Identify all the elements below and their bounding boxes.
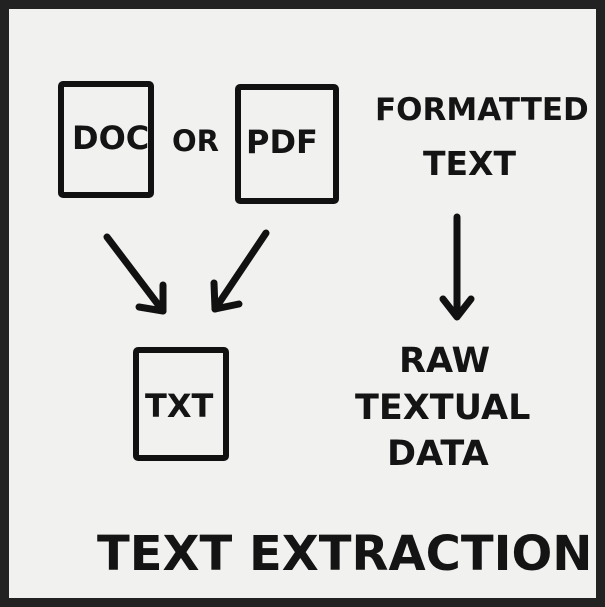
- raw-data-line1: RAW: [399, 341, 491, 381]
- arrows-layer: [103, 213, 475, 321]
- doc-file-box: [58, 81, 154, 198]
- pdf-to-txt-arrow: [210, 229, 270, 313]
- or-label: OR: [172, 124, 219, 158]
- doc-to-txt-arrow: [103, 233, 167, 315]
- formatted-to-raw-arrow: [439, 213, 475, 321]
- formatted-text-line1: FORMATTED: [375, 92, 589, 128]
- diagram-title: TEXT EXTRACTION: [97, 526, 593, 582]
- txt-label: TXT: [145, 387, 214, 425]
- formatted-text-line2: TEXT: [423, 144, 517, 183]
- pdf-file-box: [235, 84, 339, 204]
- raw-data-line2: TEXTUAL: [355, 388, 531, 428]
- diagram-canvas: DOC OR PDF FORMATTED TEXT TXT RAW TEXTUA…: [9, 9, 596, 598]
- raw-data-line3: DATA: [387, 434, 489, 474]
- doc-label: DOC: [72, 119, 150, 157]
- pdf-label: PDF: [246, 123, 318, 161]
- txt-file-box: [133, 347, 229, 461]
